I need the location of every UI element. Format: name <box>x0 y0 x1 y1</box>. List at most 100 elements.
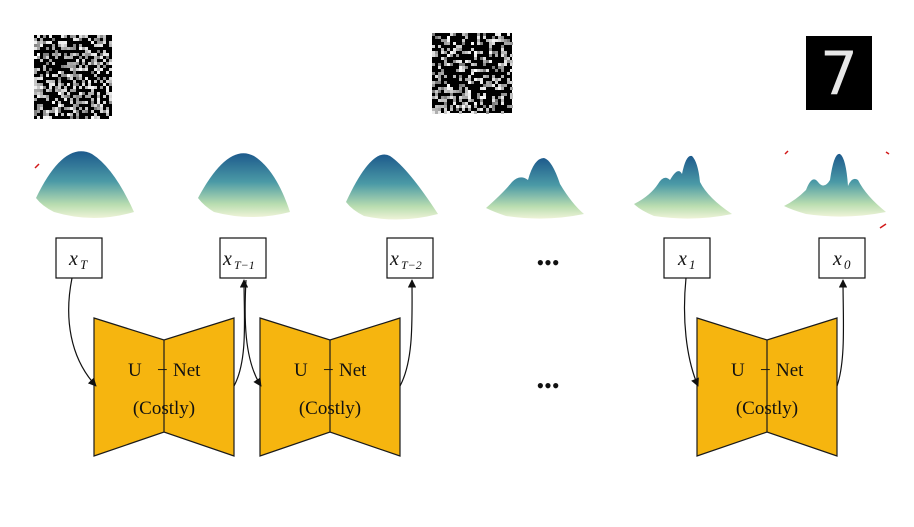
noise-pixel <box>61 35 64 38</box>
noise-pixel <box>97 101 100 104</box>
noise-pixel <box>37 35 40 38</box>
noise-pixel <box>501 96 504 99</box>
noise-pixel <box>61 44 64 47</box>
noise-pixel <box>447 84 450 87</box>
noise-pixel <box>447 111 450 114</box>
noise-pixel <box>97 92 100 95</box>
noise-pixel <box>73 74 76 77</box>
noise-pixel <box>109 59 112 62</box>
noise-pixel <box>103 50 106 53</box>
noise-pixel <box>46 74 49 77</box>
noise-pixel <box>85 68 88 71</box>
noise-pixel <box>73 44 76 47</box>
noise-pixel <box>468 81 471 84</box>
noise-pixel <box>438 81 441 84</box>
noise-pixel <box>61 89 64 92</box>
noise-pixel <box>474 54 477 57</box>
noise-pixel <box>492 36 495 39</box>
noise-pixel <box>76 110 79 113</box>
noise-pixel <box>46 56 49 59</box>
noise-pixel <box>85 47 88 50</box>
noise-pixel <box>456 69 459 72</box>
noise-pixel <box>79 107 82 110</box>
noise-pixel <box>46 62 49 65</box>
noise-pixel <box>486 81 489 84</box>
noise-pixel <box>85 50 88 53</box>
noise-pixel <box>58 92 61 95</box>
noise-pixel <box>465 102 468 105</box>
noise-pixel <box>109 44 112 47</box>
noise-pixel <box>94 68 97 71</box>
noise-pixel <box>480 78 483 81</box>
noise-pixel <box>85 86 88 89</box>
noise-pixel <box>465 87 468 90</box>
noise-pixel <box>459 63 462 66</box>
state-box-xT: x T <box>55 237 103 279</box>
noise-pixel <box>67 77 70 80</box>
noise-pixel <box>432 33 435 36</box>
noise-pixel <box>34 71 37 74</box>
noise-pixel <box>507 78 510 81</box>
noise-pixel <box>82 59 85 62</box>
noise-pixel <box>43 116 46 119</box>
noise-pixel <box>450 108 453 111</box>
noise-pixel <box>492 99 495 102</box>
arrow-unet3-to-x0 <box>836 279 848 387</box>
noise-pixel <box>489 48 492 51</box>
noise-pixel <box>43 68 46 71</box>
noise-pixel <box>453 90 456 93</box>
noise-pixel <box>37 95 40 98</box>
noise-pixel <box>46 116 49 119</box>
noise-pixel <box>462 33 465 36</box>
noise-pixel <box>40 104 43 107</box>
noise-pixel <box>438 63 441 66</box>
noise-pixel <box>465 36 468 39</box>
noise-pixel <box>480 99 483 102</box>
noise-pixel <box>106 62 109 65</box>
noise-pixel <box>64 65 67 68</box>
noise-pixel <box>498 78 501 81</box>
noise-pixel <box>97 65 100 68</box>
noise-pixel <box>462 66 465 69</box>
noise-pixel <box>438 108 441 111</box>
noise-pixel <box>453 102 456 105</box>
noise-pixel <box>70 77 73 80</box>
noise-pixel <box>483 96 486 99</box>
noise-pixel <box>64 107 67 110</box>
svg-text:T: T <box>80 257 88 272</box>
noise-pixel <box>450 63 453 66</box>
noise-pixel <box>100 86 103 89</box>
noise-pixel <box>43 53 46 56</box>
arrow-unet1-to-xT-1 <box>233 279 249 387</box>
noise-pixel <box>492 66 495 69</box>
noise-pixel <box>94 113 97 116</box>
noise-pixel <box>447 63 450 66</box>
noise-pixel <box>510 54 513 57</box>
noise-pixel <box>73 89 76 92</box>
noise-pixel <box>462 39 465 42</box>
noise-pixel <box>58 83 61 86</box>
noise-pixel <box>477 36 480 39</box>
noise-pixel <box>58 110 61 113</box>
noise-pixel <box>477 51 480 54</box>
noise-pixel <box>495 102 498 105</box>
noise-pixel <box>456 48 459 51</box>
noise-pixel <box>483 105 486 108</box>
noise-pixel <box>510 69 513 72</box>
noise-pixel <box>507 39 510 42</box>
noise-pixel <box>456 105 459 108</box>
noise-pixel <box>495 54 498 57</box>
noise-pixel <box>456 60 459 63</box>
noise-pixel <box>432 111 435 114</box>
noise-pixel <box>79 74 82 77</box>
noise-pixel <box>103 101 106 104</box>
noise-pixel <box>438 45 441 48</box>
noise-pixel <box>504 84 507 87</box>
noise-pixel <box>76 83 79 86</box>
noise-pixel <box>444 39 447 42</box>
noise-pixel <box>76 74 79 77</box>
noise-pixel <box>465 33 468 36</box>
ellipsis-bottom: ••• <box>536 373 559 398</box>
flow-arrows <box>68 277 848 387</box>
noise-pixel <box>70 65 73 68</box>
